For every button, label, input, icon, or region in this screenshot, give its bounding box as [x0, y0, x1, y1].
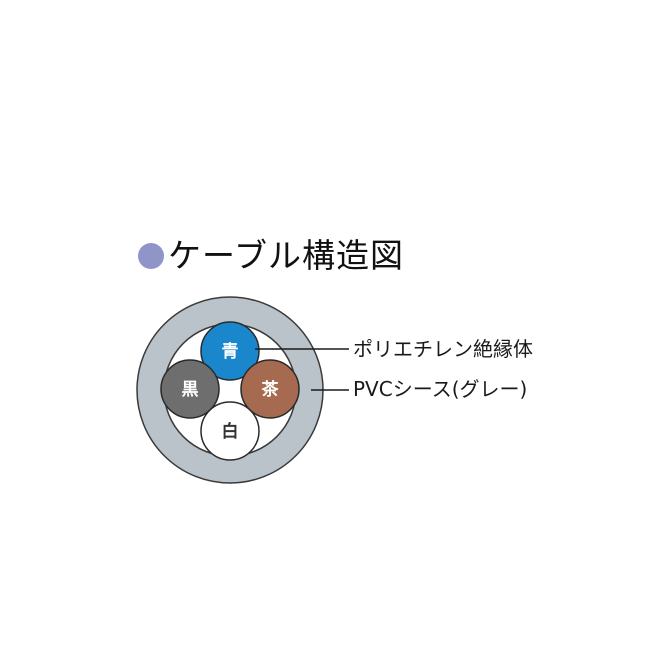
core-brown: 茶	[240, 359, 300, 419]
diagram-heading: ケーブル構造図	[138, 236, 404, 276]
callout-sheath-label: PVCシース(グレー)	[353, 377, 528, 401]
core-white: 白	[200, 401, 260, 461]
core-blue: 青	[200, 321, 260, 381]
heading-title: ケーブル構造図	[168, 236, 405, 275]
core-black: 黒	[160, 359, 220, 419]
core-label-white: 白	[222, 421, 239, 442]
callout-insulation-label: ポリエチレン絶縁体	[353, 337, 533, 361]
core-label-brown: 茶	[262, 379, 280, 400]
bullet-icon	[138, 243, 164, 269]
core-label-black: 黒	[182, 380, 199, 400]
core-label-blue: 青	[222, 341, 239, 362]
